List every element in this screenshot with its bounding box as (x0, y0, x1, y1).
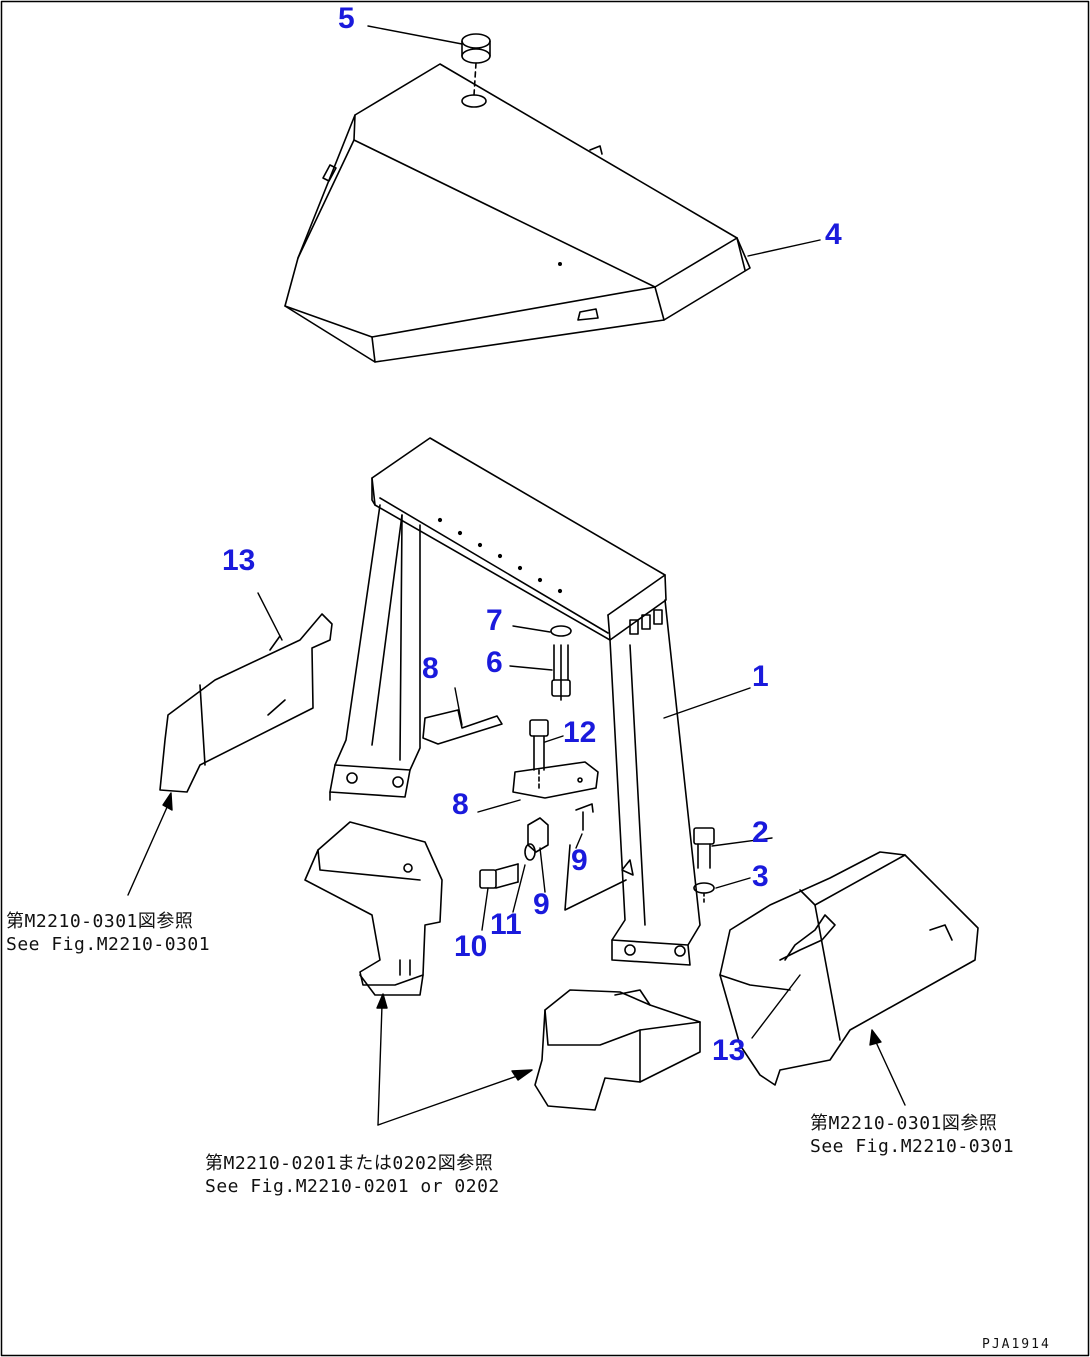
rops-frame-part (329, 437, 701, 966)
reference-note-center: 第M2210-0201または0202図参照 See Fig.M2210-0201… (205, 1152, 500, 1198)
callout-9-left: 9 (533, 888, 550, 921)
reference-center-jp: 第M2210-0201または0202図参照 (205, 1153, 494, 1174)
callout-12: 12 (563, 716, 597, 749)
callout-10: 10 (454, 930, 488, 963)
reference-right-en: See Fig.M2210-0301 (810, 1136, 1015, 1157)
drawing-code: PJA1914 (982, 1337, 1051, 1352)
callout-6: 6 (486, 646, 503, 679)
callout-1: 1 (752, 660, 769, 693)
mount-center-part (534, 989, 701, 1111)
callout-7: 7 (486, 604, 503, 637)
bolt-and-washer-lower-part (479, 843, 536, 889)
washer-and-bolt-upper-part (550, 625, 572, 701)
reference-left-en: See Fig.M2210-0301 (6, 934, 211, 955)
cap-part (461, 33, 491, 96)
bolt-12-part (529, 719, 549, 791)
leader-lines (257, 25, 821, 1039)
reference-note-right: 第M2210-0301図参照 See Fig.M2210-0301 (810, 1112, 1014, 1158)
mount-left-part (304, 821, 443, 996)
side-cover-left-part (159, 613, 333, 793)
callout-11: 11 (490, 908, 522, 941)
callout-13-left: 13 (222, 544, 256, 577)
reference-note-left: 第M2210-0301図参照 See Fig.M2210-0301 (6, 910, 210, 956)
callout-4: 4 (825, 218, 842, 251)
callout-5: 5 (338, 2, 355, 35)
reference-right-jp: 第M2210-0301図参照 (810, 1113, 998, 1134)
callout-8-mid: 8 (452, 788, 469, 821)
plate-lower-part (512, 761, 599, 799)
reference-arrows (127, 792, 906, 1126)
callout-2: 2 (752, 816, 769, 849)
bolt-and-washer-right-part (693, 827, 715, 906)
callout-9-right: 9 (571, 844, 588, 877)
reference-left-jp: 第M2210-0301図参照 (6, 911, 194, 932)
callout-8-top: 8 (422, 652, 439, 685)
canopy-cover-part (284, 63, 751, 363)
callout-13-right: 13 (712, 1034, 746, 1067)
callout-3: 3 (752, 860, 769, 893)
plate-upper-part (422, 709, 503, 745)
reference-center-en: See Fig.M2210-0201 or 0202 (205, 1176, 500, 1197)
side-cover-right-part (719, 851, 979, 1086)
